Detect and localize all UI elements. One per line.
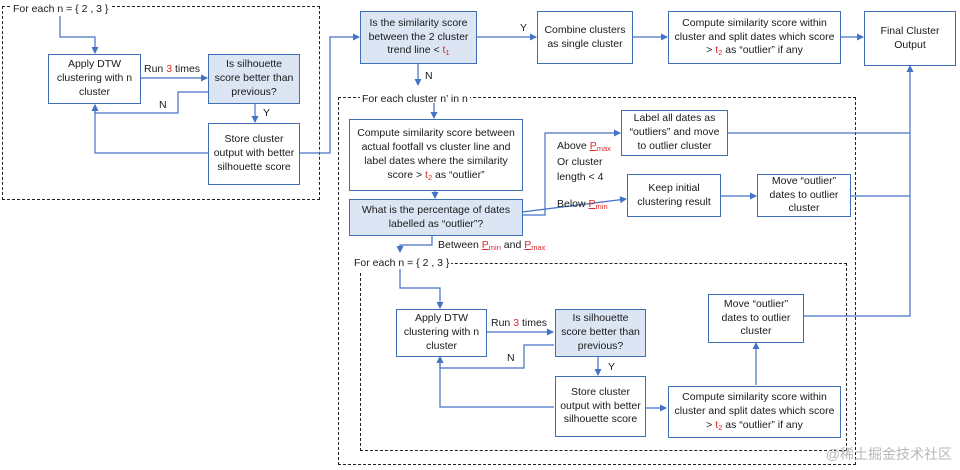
cluster-loop-frame — [338, 97, 856, 465]
no-label-outer: N — [159, 99, 167, 111]
apply-dtw-clustering-box: Apply DTW clustering with n cluster — [48, 54, 141, 104]
keep-initial-result-box: Keep initial clustering result — [627, 174, 721, 217]
run-three-times-label-inner: Run 3 times — [491, 317, 548, 329]
no-label-inner: N — [507, 352, 515, 364]
move-outlier-box-inner: Move “outlier” dates to outlier cluster — [708, 294, 804, 343]
no-label-similarity: N — [425, 70, 433, 82]
outer-loop-label: For each n = { 2 , 3 } — [11, 3, 111, 17]
store-cluster-box: Store cluster output with better silhoue… — [208, 123, 300, 185]
similarity-threshold-box: Is the similarity score between the 2 cl… — [360, 11, 477, 64]
silhouette-check-box: Is silhouette score better than previous… — [208, 54, 300, 104]
between-pmin-pmax-label: Between Pmin and Pmax — [438, 239, 546, 252]
watermark-text: @稀土掘金技术社区 — [825, 446, 952, 462]
combine-clusters-box: Combine clusters as single cluster — [537, 11, 633, 64]
yes-label-similarity: Y — [520, 22, 528, 34]
yes-label-inner: Y — [608, 361, 616, 373]
inner-loop-frame — [360, 263, 847, 451]
compute-split-box-inner: Compute similarity score within cluster … — [668, 386, 841, 438]
cluster-loop-label: For each cluster n’ in n — [360, 93, 470, 107]
below-pmin-label: Below Pmin — [557, 198, 608, 211]
yes-label-outer: Y — [263, 107, 271, 119]
final-cluster-output-box: Final Cluster Output — [864, 11, 956, 66]
inner-loop-label: For each n = { 2 , 3 } — [352, 257, 452, 271]
move-outlier-box-mid: Move “outlier” dates to outlier cluster — [757, 174, 851, 217]
run-three-times-label: Run 3 times — [144, 63, 201, 75]
store-cluster-box-inner: Store cluster output with better silhoue… — [555, 376, 646, 437]
outlier-percentage-box: What is the percentage of dates labelled… — [349, 199, 523, 236]
compute-split-box-top: Compute similarity score within cluster … — [668, 11, 841, 64]
above-pmax-label: Above Pmax Or cluster length < 4 — [557, 140, 611, 184]
apply-dtw-clustering-box-inner: Apply DTW clustering with n cluster — [396, 309, 487, 357]
label-all-outliers-box: Label all dates as “outliers” and move t… — [621, 110, 728, 156]
compute-footfall-similarity-box: Compute similarity score between actual … — [349, 119, 523, 191]
outer-loop-frame — [2, 6, 320, 200]
silhouette-check-box-inner: Is silhouette score better than previous… — [555, 309, 646, 357]
